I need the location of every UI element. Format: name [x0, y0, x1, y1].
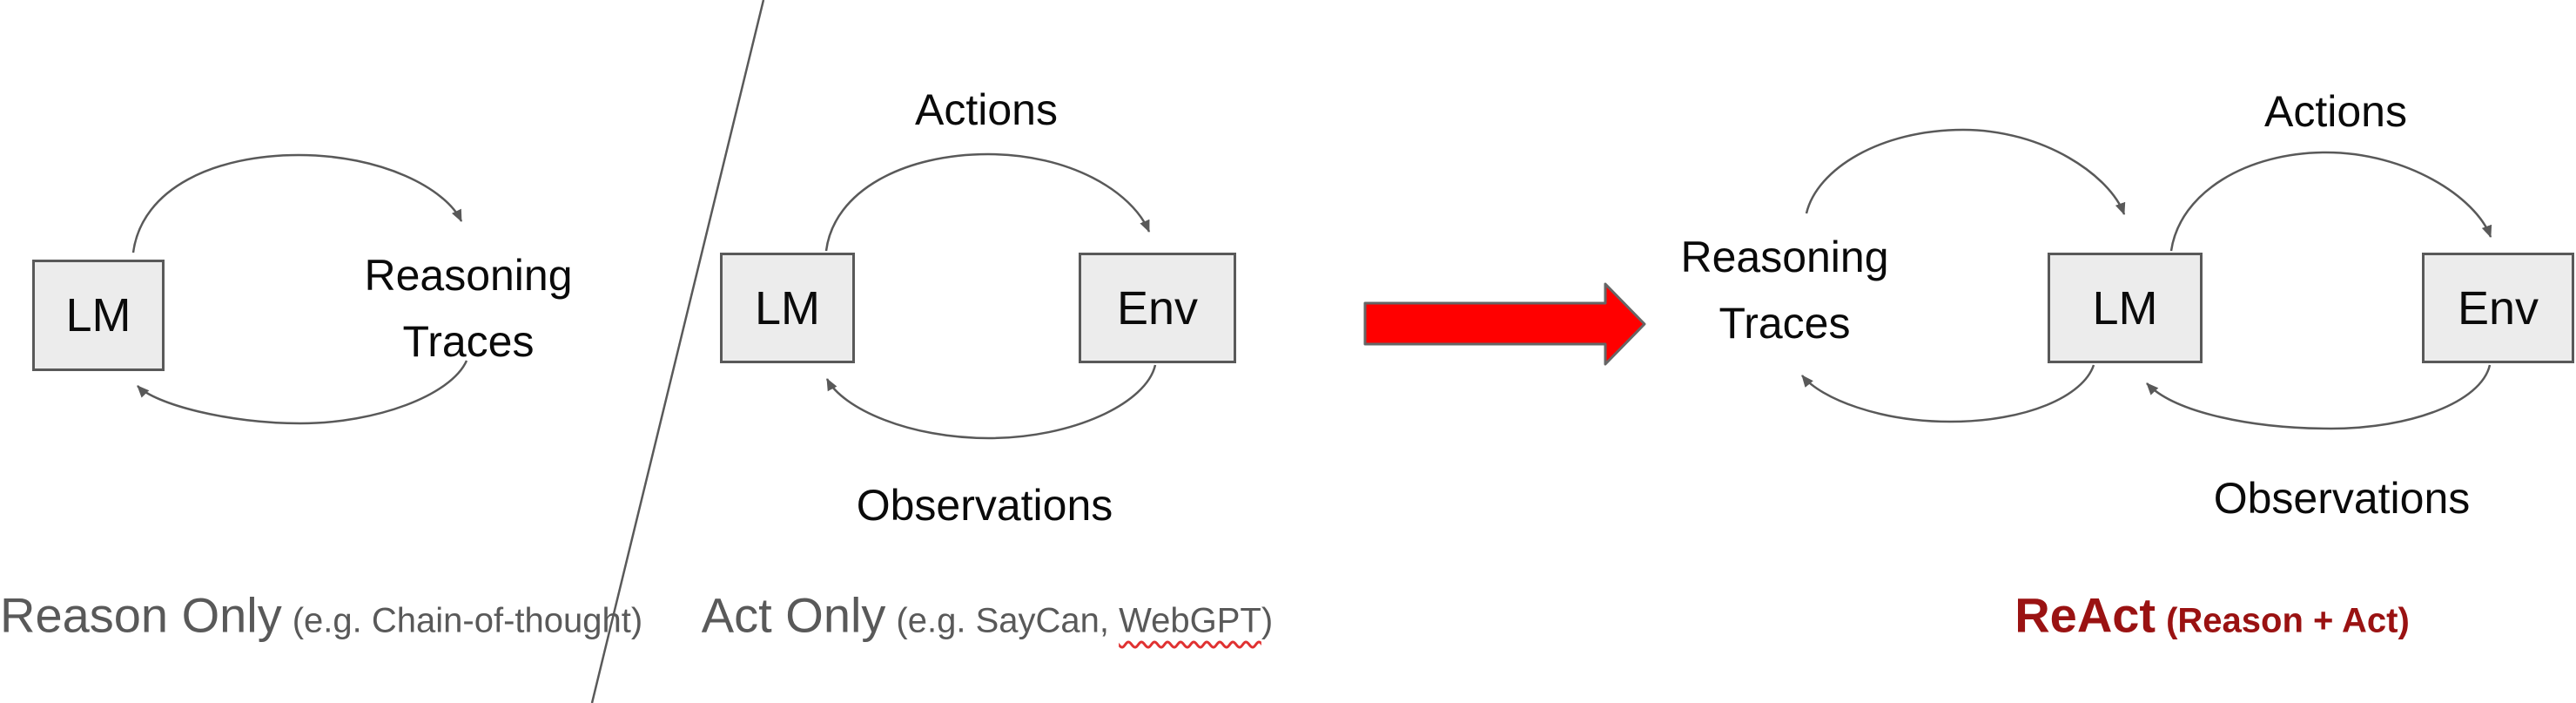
- act-only-webgpt-word: WebGPT: [1119, 601, 1261, 640]
- act-only-env-box: Env: [1079, 253, 1236, 363]
- caption-react: ReAct (Reason + Act): [2014, 587, 2410, 644]
- caption-act-only: Act Only (e.g. SayCan, WebGPT): [702, 587, 1273, 644]
- react-title: ReAct: [2014, 587, 2156, 643]
- transform-arrow-icon: [1363, 282, 1646, 366]
- reasoning-traces-line1: Reasoning: [364, 251, 573, 300]
- react-reasoning-traces-line1: Reasoning: [1680, 233, 1889, 281]
- act-only-subtitle-prefix: (e.g. SayCan,: [896, 601, 1120, 640]
- act-only-actions-label: Actions: [915, 85, 1058, 134]
- act-only-title: Act Only: [701, 587, 886, 643]
- reason-only-lm-label: LM: [65, 289, 131, 341]
- reason-loop-top-arc: [131, 153, 463, 253]
- panel-divider-line: [590, 0, 765, 703]
- react-lm-label: LM: [2092, 281, 2158, 335]
- react-reason-loop-top-arc: [1805, 128, 2126, 215]
- reason-only-lm-box: LM: [32, 260, 165, 371]
- react-env-box: Env: [2422, 253, 2574, 363]
- reason-only-subtitle: (e.g. Chain-of-thought): [292, 601, 643, 640]
- act-only-subtitle-suffix: ): [1261, 601, 1274, 640]
- react-observations-label: Observations: [2213, 474, 2471, 523]
- react-reason-loop-bottom-arc: [1801, 364, 2095, 423]
- react-reasoning-traces-label: Reasoning Traces: [1680, 224, 1888, 356]
- reason-only-title: Reason Only: [0, 587, 282, 643]
- reasoning-traces-line2: Traces: [402, 317, 535, 366]
- act-only-env-label: Env: [1116, 281, 1199, 335]
- react-actions-label: Actions: [2264, 87, 2407, 136]
- act-loop-actions-arc: [824, 152, 1151, 252]
- react-lm-box: LM: [2048, 253, 2203, 363]
- react-subtitle: (Reason + Act): [2166, 601, 2410, 640]
- react-act-loop-observations-arc: [2146, 364, 2492, 430]
- act-loop-observations-arc: [825, 364, 1157, 440]
- reason-only-reasoning-traces-label: Reasoning Traces: [364, 242, 572, 375]
- reason-loop-bottom-arc: [137, 360, 468, 425]
- caption-reason-only: Reason Only (e.g. Chain-of-thought): [0, 587, 642, 644]
- react-env-label: Env: [2457, 281, 2539, 335]
- react-reasoning-traces-line2: Traces: [1718, 299, 1851, 348]
- react-act-loop-actions-arc: [2169, 151, 2492, 252]
- act-only-lm-label: LM: [754, 281, 820, 335]
- act-only-observations-label: Observations: [856, 481, 1113, 530]
- act-only-lm-box: LM: [720, 253, 855, 363]
